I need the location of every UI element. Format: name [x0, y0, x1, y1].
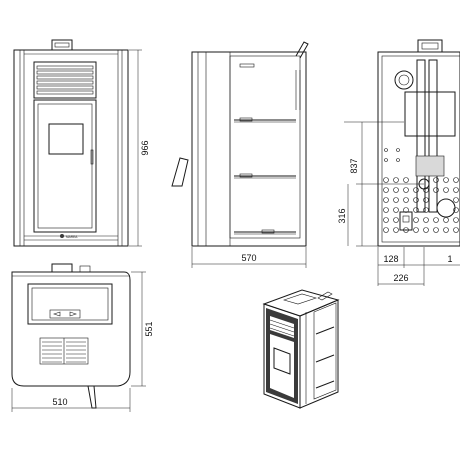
front-fire-window — [48, 123, 84, 155]
iso-hopper-lid — [282, 293, 318, 305]
dim-label-width: 510 — [52, 397, 67, 407]
dim-label-top-depth: 551 — [144, 321, 154, 336]
top-hopper-lid-inner — [31, 287, 109, 321]
side-door-handle — [171, 157, 189, 187]
iso-side-shelf-1 — [315, 326, 335, 335]
dim-label-height-total: 966 — [140, 140, 150, 155]
rear-power-socket — [402, 215, 410, 223]
side-shelf-1 — [234, 117, 296, 123]
rear-flue-cap — [417, 39, 443, 53]
top-view: 510 551 — [11, 263, 154, 412]
iso-front-door — [270, 334, 294, 398]
front-logo-text: MAREA — [66, 235, 78, 239]
dim-label-height-outlet: 837 — [349, 158, 359, 173]
rear-flue-outlet — [394, 70, 414, 90]
isometric-view — [262, 289, 340, 409]
top-handle-arrows-icon — [53, 311, 77, 317]
rear-flue-cap-inner — [421, 42, 439, 50]
side-view: 570 — [171, 41, 309, 268]
front-door-frame — [33, 99, 97, 233]
front-door-inner — [37, 103, 93, 229]
front-view: MAREA 966 — [13, 39, 150, 247]
rear-flue-outlet-inner — [398, 74, 410, 86]
side-flue-pipe — [295, 41, 309, 59]
iso-front-grille — [270, 316, 294, 338]
iso-flue-cap — [317, 291, 333, 301]
side-shelf-3 — [234, 229, 296, 235]
side-cladding-panel — [229, 55, 301, 239]
top-body-outline — [11, 271, 131, 387]
side-vent-1 — [239, 63, 255, 68]
rear-view: 837 316 128 1 226 — [337, 39, 460, 286]
rear-air-inlet — [436, 198, 456, 218]
side-body-outline — [191, 51, 307, 247]
rear-fan-grille — [416, 156, 444, 176]
rear-electrical-box — [399, 211, 413, 231]
rear-access-hatch — [404, 91, 456, 137]
dim-label-height-inlet: 316 — [337, 208, 347, 223]
rear-panel — [381, 55, 460, 243]
front-logo-icon — [60, 234, 64, 238]
front-body-outline — [13, 49, 129, 247]
rear-body-outline — [377, 51, 460, 247]
top-hopper-lid — [27, 283, 113, 325]
iso-logo-icon — [282, 394, 286, 398]
dim-label-depth: 570 — [241, 253, 256, 263]
top-pipe-stub — [79, 265, 91, 273]
top-door-handle — [87, 385, 97, 409]
iso-fire-window — [273, 347, 291, 375]
front-grille-frame — [33, 61, 97, 99]
rear-ventilation-holes — [383, 148, 459, 233]
front-flue-cap-inner — [54, 42, 70, 48]
top-lid-handle — [49, 309, 81, 319]
iso-side-cladding — [313, 302, 337, 400]
dim-label-offset-left: 128 — [383, 254, 398, 264]
top-grille — [39, 337, 89, 365]
top-flue-cap — [51, 263, 73, 273]
dim-label-offset-mid: 226 — [393, 273, 408, 283]
iso-side-face — [299, 299, 339, 409]
front-grille-slats — [36, 65, 94, 95]
iso-side-shelf-3 — [315, 380, 335, 389]
front-door-handle — [90, 149, 94, 165]
side-shelf-2 — [234, 173, 296, 179]
dim-label-offset-right: 1 — [447, 254, 452, 264]
iso-side-shelf-2 — [315, 354, 335, 363]
